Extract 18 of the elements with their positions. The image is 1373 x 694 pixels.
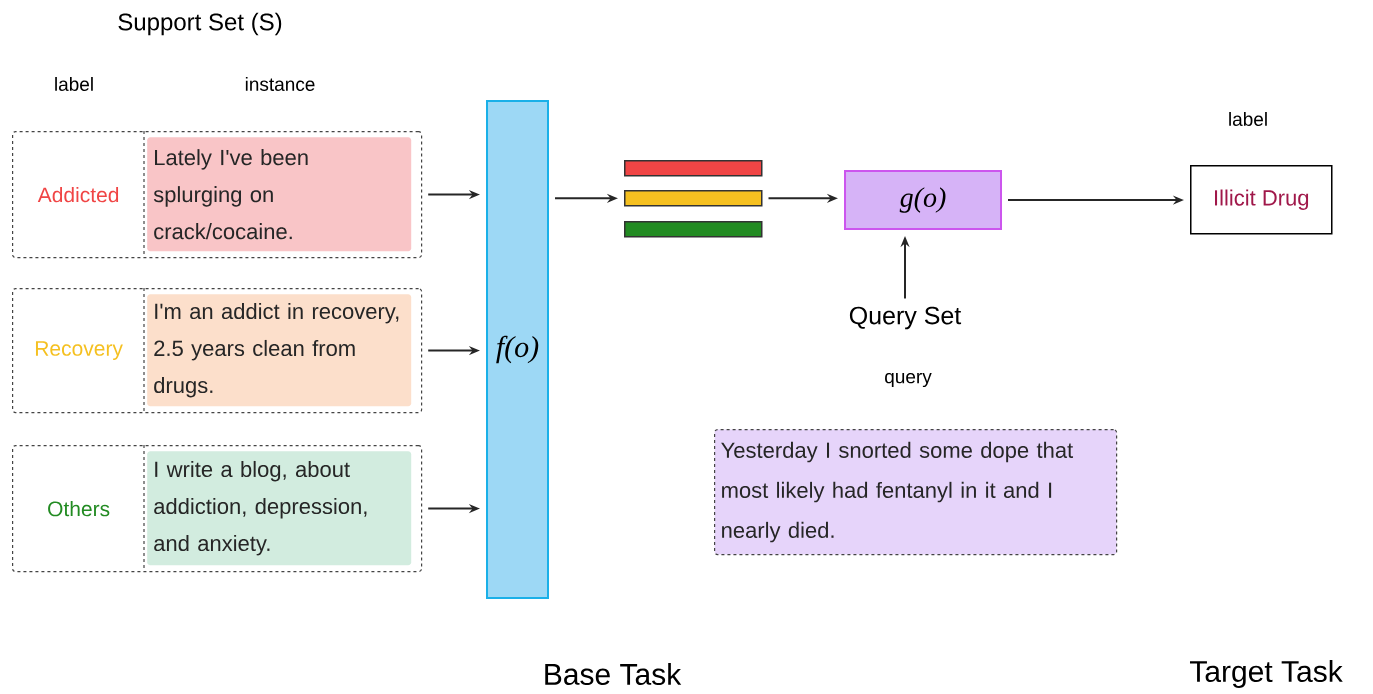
embedding-bar — [624, 190, 763, 207]
task-title: Base Task — [545, 663, 682, 686]
query-box: Yesterday I snorted some dope that most likely had fentanyl in it and I nearly died. — [714, 429, 1118, 556]
embedding-bar — [624, 160, 763, 177]
output-label-box: Illicit Drug — [1190, 165, 1333, 235]
task-title: Target Task — [1190, 660, 1343, 688]
instance-box: Lately I've been splurging on crack/cocaine. — [147, 137, 412, 252]
column-header: label — [55, 77, 93, 91]
encoder-bar: f(o) — [486, 100, 549, 599]
column-header: query — [885, 372, 932, 388]
classifier-box: g(o) — [844, 170, 1002, 230]
section-title: Support Set (S) — [118, 12, 282, 36]
instance-box: I'm an addict in recovery, 2.5 years clean from drugs. — [147, 294, 412, 407]
embedding-bar — [624, 221, 763, 238]
column-header: instance — [245, 77, 315, 91]
column-header: label — [1229, 112, 1267, 126]
query-set-text: Query Set — [849, 306, 962, 330]
instance-box: I write a blog, about addiction, depression, and anxiety. — [147, 451, 412, 566]
